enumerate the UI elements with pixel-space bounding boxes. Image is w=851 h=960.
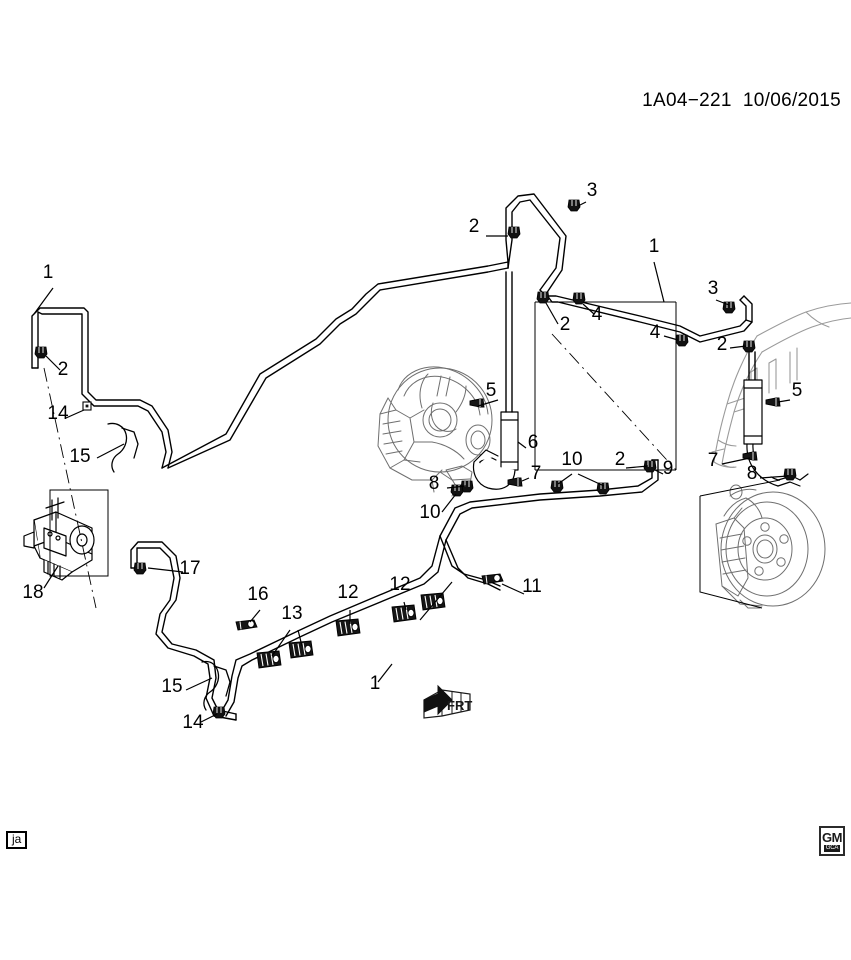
callout-5-center: 5 bbox=[486, 380, 497, 401]
callout-4-b: 4 bbox=[650, 322, 661, 343]
callout-2-left: 2 bbox=[58, 359, 69, 380]
diagram-geometry bbox=[23, 193, 851, 721]
gm-logo-subtext: GCA bbox=[823, 844, 841, 852]
callout-10-a: 10 bbox=[419, 502, 440, 523]
frt-label: FRT bbox=[447, 698, 472, 713]
callout-14-left: 14 bbox=[47, 403, 69, 424]
clip-nut-2-left bbox=[34, 346, 48, 359]
clip-16 bbox=[235, 619, 258, 631]
callout-6-center: 6 bbox=[528, 432, 539, 453]
callout-numbers: 1 2 14 15 18 17 16 13 15 14 12 12 11 1 2… bbox=[22, 180, 802, 733]
callout-12-b: 12 bbox=[389, 574, 410, 595]
brake-hose-center bbox=[472, 411, 519, 490]
brake-pipe-right-down bbox=[748, 351, 756, 381]
callout-2-lower: 2 bbox=[615, 449, 626, 470]
clip-2-lower bbox=[596, 482, 610, 495]
brake-pipe-left-rear bbox=[31, 307, 173, 469]
callout-4-a: 4 bbox=[592, 304, 603, 325]
clip-12-c bbox=[420, 592, 446, 611]
leader-lines bbox=[33, 201, 791, 723]
bolt-7-center bbox=[507, 477, 523, 487]
clip-13-a bbox=[256, 650, 282, 669]
callout-7-center: 7 bbox=[531, 463, 542, 484]
pipe-bracket-15-left bbox=[107, 422, 139, 473]
callout-12-a: 12 bbox=[337, 582, 358, 603]
callout-2-top: 2 bbox=[469, 216, 480, 237]
callout-2-upper-right: 2 bbox=[560, 314, 571, 335]
brake-pipe-lower-right bbox=[439, 459, 659, 541]
clip-12-b bbox=[391, 604, 417, 623]
body-panel-ghost bbox=[711, 302, 851, 468]
abs-modulator-assembly bbox=[23, 497, 95, 581]
gm-logo: GM GCA bbox=[819, 826, 845, 856]
callout-17: 17 bbox=[179, 558, 200, 579]
clip-nut-2-upper-right bbox=[536, 291, 550, 304]
callout-16: 16 bbox=[247, 584, 268, 605]
clip-nut-4-a bbox=[572, 292, 586, 305]
callout-1-bottom: 1 bbox=[370, 673, 381, 694]
pipe-bracket-15-bottom bbox=[201, 660, 231, 711]
callout-5-right: 5 bbox=[792, 380, 803, 401]
callout-14-bottom: 14 bbox=[182, 712, 204, 733]
callout-18: 18 bbox=[22, 582, 43, 603]
callout-3-top: 3 bbox=[587, 180, 598, 201]
clip-12-a bbox=[335, 618, 361, 637]
bolt-5-center bbox=[469, 398, 485, 408]
callout-3-right: 3 bbox=[708, 278, 719, 299]
callout-10-b: 10 bbox=[561, 449, 582, 470]
callout-9: 9 bbox=[663, 458, 674, 479]
clip-11 bbox=[481, 573, 504, 585]
brake-pipe-to-center-hose bbox=[505, 271, 513, 413]
front-direction-marker: FRT bbox=[423, 684, 472, 719]
callout-15-left: 15 bbox=[69, 446, 90, 467]
clip-8-right bbox=[783, 468, 797, 481]
brake-pipe-upper-loop bbox=[505, 193, 567, 295]
sheet-header-code: 1A04−221 10/06/2015 bbox=[642, 90, 841, 111]
callout-7-right: 7 bbox=[708, 450, 719, 471]
retainer-14-left bbox=[82, 401, 92, 411]
callout-13: 13 bbox=[281, 603, 302, 624]
clip-14-bottom bbox=[212, 706, 226, 719]
brake-pipe-center-main bbox=[161, 261, 509, 469]
callout-1-upper-right: 1 bbox=[649, 236, 660, 257]
bolt-5-right bbox=[765, 397, 781, 407]
callout-1-left: 1 bbox=[43, 262, 54, 283]
callout-11: 11 bbox=[522, 576, 542, 597]
callout-8-right: 8 bbox=[747, 463, 758, 484]
brake-hose-right bbox=[743, 379, 809, 487]
center-lines bbox=[43, 280, 677, 609]
language-tag: ja bbox=[6, 831, 28, 849]
callout-2-right: 2 bbox=[717, 334, 728, 355]
gm-logo-text: GM bbox=[822, 829, 842, 845]
clip-nut-2-top bbox=[507, 226, 521, 239]
detail-frames bbox=[49, 301, 781, 609]
clip-10-b bbox=[550, 480, 564, 493]
clip-17 bbox=[133, 562, 147, 575]
callout-8-center: 8 bbox=[429, 473, 440, 494]
front-brake-rotor-assembly-right bbox=[715, 484, 826, 609]
callout-15-bottom: 15 bbox=[161, 676, 182, 697]
front-brake-rotor-assembly-left bbox=[377, 366, 493, 497]
